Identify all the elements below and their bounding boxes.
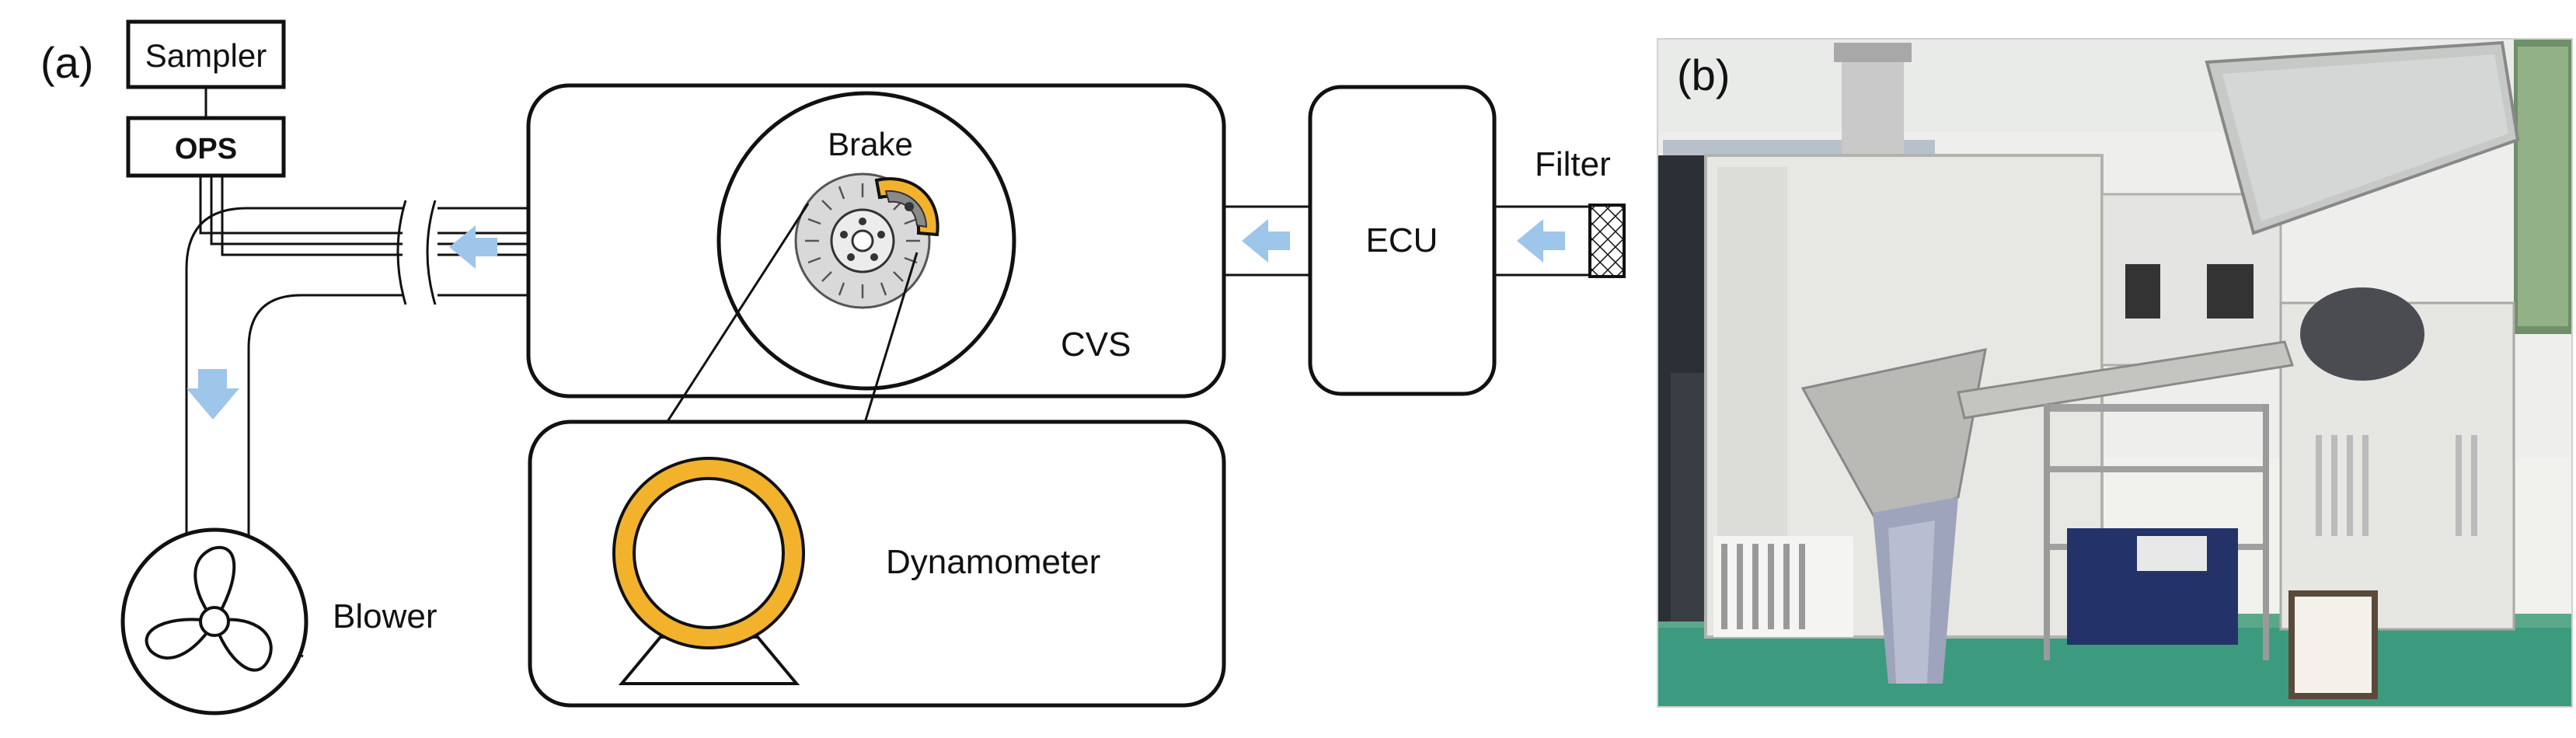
fan-icon (145, 545, 273, 672)
brake-caliper-icon (874, 177, 939, 237)
arrow-icon (449, 225, 497, 269)
ecu-box (1308, 85, 1497, 396)
mesh-filter-icon (1588, 204, 1626, 278)
dynamometer-wheel-icon (612, 457, 805, 685)
arrow-icon (186, 369, 239, 419)
duct (185, 176, 528, 598)
arrow-icon (1242, 219, 1290, 263)
ops-box (126, 116, 286, 178)
lab-photo-frame (1657, 38, 2573, 708)
blower (120, 527, 308, 715)
filter-duct (1494, 204, 1626, 278)
dynamometer-label: Dynamometer (886, 543, 1100, 581)
panel-a-label: (a) (40, 38, 93, 87)
flow-arrow-down (186, 369, 239, 419)
arrow-icon (1517, 219, 1565, 263)
filter-label: Filter (1535, 145, 1611, 183)
lab-photo (1657, 39, 2572, 707)
cvs-ecu-duct (1224, 205, 1310, 277)
sampler-label: Sampler (145, 37, 267, 74)
flow-arrow-duct (449, 225, 497, 269)
panel-b-label: (b) (1677, 50, 1730, 99)
ecu-label: ECU (1366, 221, 1438, 259)
brake-label: Brake (828, 126, 913, 162)
ops-label: OPS (175, 133, 237, 165)
cvs-label: CVS (1061, 325, 1131, 364)
brake-disc-icon (794, 172, 931, 309)
blower-label: Blower (333, 597, 437, 635)
